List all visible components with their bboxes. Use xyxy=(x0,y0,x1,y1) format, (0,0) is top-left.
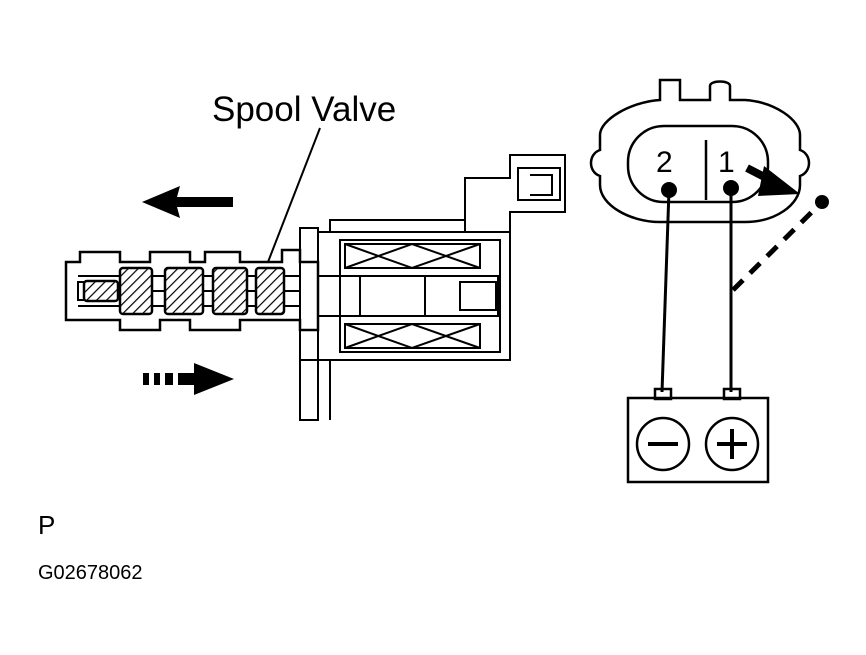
connector xyxy=(589,78,811,224)
dashed-lead-line xyxy=(731,200,824,292)
spool-lands xyxy=(82,266,286,316)
spool-valve-leader-line xyxy=(267,127,321,263)
battery xyxy=(626,387,770,484)
dashed-arrow-right-icon xyxy=(143,363,234,395)
oil-control-valve xyxy=(64,154,566,421)
diagram-code-letter: P xyxy=(38,510,56,540)
lead-clip-tip xyxy=(815,195,829,209)
spool-valve-label: Spool Valve xyxy=(212,90,396,129)
solid-arrow-left-icon xyxy=(142,186,233,218)
disconnect-arrow-icon xyxy=(745,164,800,196)
terminal-1-label: 1 xyxy=(718,146,735,179)
test-leads xyxy=(660,188,733,393)
terminal-2-label: 2 xyxy=(656,146,673,179)
battery-positive-icon xyxy=(717,429,747,459)
figure-code: G02678062 xyxy=(38,562,143,584)
